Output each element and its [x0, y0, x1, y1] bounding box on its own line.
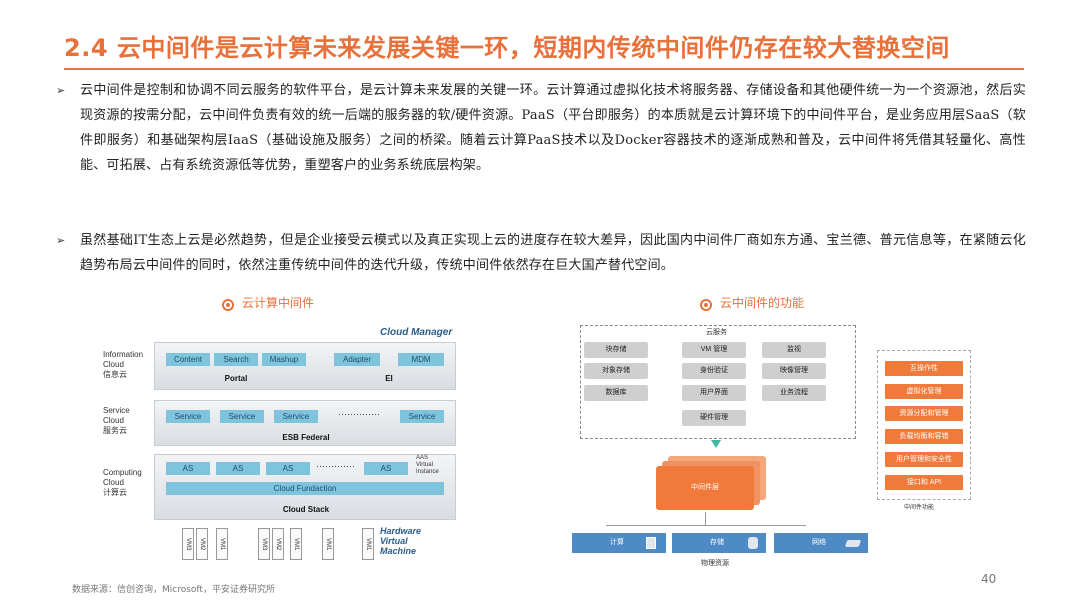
service-cloud-label: Service Cloud 服务云: [103, 406, 130, 435]
service-cell: Service: [220, 410, 264, 423]
physical-storage: 存储: [672, 533, 766, 553]
left-figure-caption: 云计算中间件: [222, 294, 314, 311]
bullet-arrow-icon: ➢: [56, 234, 66, 247]
cloud-foundation-bar: Cloud Fundaction: [166, 482, 444, 495]
function-item: 虚拟化管理: [885, 384, 963, 399]
function-item: 用户管理和安全性: [885, 452, 963, 467]
mdm-cell: MDM: [398, 353, 444, 366]
as-cell: AS: [364, 462, 408, 475]
portal-label: Portal: [224, 374, 248, 383]
ei-label: EI: [385, 374, 393, 383]
service-chip: 用户界面: [682, 385, 746, 401]
page-number: 40: [981, 572, 997, 586]
connector-line: [705, 512, 706, 525]
search-cell: Search: [214, 353, 258, 366]
physical-network: 网络: [774, 533, 868, 553]
storage-drum-icon: [748, 537, 758, 549]
bullet-paragraph: ➢ 云中间件是控制和协调不同云服务的软件平台，是云计算未来发展的关键一环。云计算…: [56, 78, 1026, 178]
connector-line: [606, 525, 806, 526]
service-chip: 硬件管理: [682, 410, 746, 426]
vm-box: VM3: [182, 528, 194, 560]
service-chip: 监视: [762, 342, 826, 358]
cloud-manager-label: Cloud Manager: [380, 327, 453, 338]
bullet-text: 云中间件是控制和协调不同云服务的软件平台，是云计算未来发展的关键一环。云计算通过…: [80, 83, 1026, 173]
vm-box: VM1: [216, 528, 228, 560]
page-title: 2.4 云中间件是云计算未来发展关键一环，短期内传统中间件仍存在较大替换空间: [64, 34, 950, 62]
mashup-cell: Mashup: [262, 353, 306, 366]
cloud-middleware-diagram: Cloud Manager Information Cloud 信息云 Cont…: [98, 320, 462, 566]
service-chip: 对象存储: [584, 363, 648, 379]
aas-virtual-instance-label: AAS Virtual Instance: [416, 455, 439, 475]
as-ellipsis: ·············: [316, 461, 355, 471]
function-item: 互操作性: [885, 361, 963, 376]
vm-box: VM2: [196, 528, 208, 560]
circle-dot-icon: [700, 299, 712, 311]
caption-text: 云计算中间件: [242, 296, 315, 310]
vm-box: VM1: [290, 528, 302, 560]
caption-text: 云中间件的功能: [720, 296, 805, 310]
service-cloud-layer: [154, 400, 456, 446]
adapter-cell: Adapter: [334, 353, 380, 366]
server-icon: [646, 537, 656, 549]
title-underline: [64, 68, 1024, 70]
function-item: 负载均衡和容错: [885, 429, 963, 444]
service-chip: 业务流程: [762, 385, 826, 401]
physical-resources-label: 物理资源: [701, 560, 729, 567]
service-cell: Service: [274, 410, 318, 423]
hardware-vm-label: Hardware Virtual Machine: [380, 526, 422, 556]
computing-cloud-label: Computing Cloud 计算云: [103, 468, 142, 497]
as-cell: AS: [166, 462, 210, 475]
content-cell: Content: [166, 353, 210, 366]
service-ellipsis: ··············: [338, 409, 380, 419]
vm-box: VM1: [322, 528, 334, 560]
service-chip: 映像管理: [762, 363, 826, 379]
arrow-down-icon: [711, 440, 721, 448]
esb-federal-label: ESB Federal: [282, 433, 330, 442]
bullet-paragraph: ➢ 虽然基础IT生态上云是必然趋势，但是企业接受云模式以及真正实现上云的进度存在…: [56, 228, 1026, 278]
functions-box: [877, 350, 971, 500]
functions-label: 中间件功能: [904, 505, 935, 511]
information-cloud-label: Information Cloud 信息云: [103, 350, 144, 379]
right-figure-caption: 云中间件的功能: [700, 294, 804, 311]
vm-box: VM3: [258, 528, 270, 560]
service-cell: Service: [400, 410, 444, 423]
as-cell: AS: [216, 462, 260, 475]
service-chip: 数据库: [584, 385, 648, 401]
function-item: 资源分配和管理: [885, 406, 963, 421]
information-cloud-layer: [154, 342, 456, 390]
middleware-layer: 中间件层: [656, 466, 754, 510]
data-source: 数据来源：信创咨询，Microsoft，平安证券研究所: [72, 585, 275, 595]
service-chip: 块存储: [584, 342, 648, 358]
vm-box: VM1: [362, 528, 374, 560]
bullet-text: 虽然基础IT生态上云是必然趋势，但是企业接受云模式以及真正实现上云的进度存在较大…: [80, 233, 1026, 273]
physical-compute: 计算: [572, 533, 666, 553]
service-chip: 身份验证: [682, 363, 746, 379]
vm-box: VM2: [272, 528, 284, 560]
network-switch-icon: [844, 540, 862, 547]
function-item: 接口和 API: [885, 475, 963, 490]
cloud-services-label: 云服务: [706, 329, 727, 336]
as-cell: AS: [266, 462, 310, 475]
circle-dot-icon: [222, 299, 234, 311]
cloud-stack-label: Cloud Stack: [282, 505, 330, 514]
service-chip: VM 管理: [682, 342, 746, 358]
service-cell: Service: [166, 410, 210, 423]
bullet-arrow-icon: ➢: [56, 84, 66, 97]
cloud-services-box: [580, 325, 856, 439]
